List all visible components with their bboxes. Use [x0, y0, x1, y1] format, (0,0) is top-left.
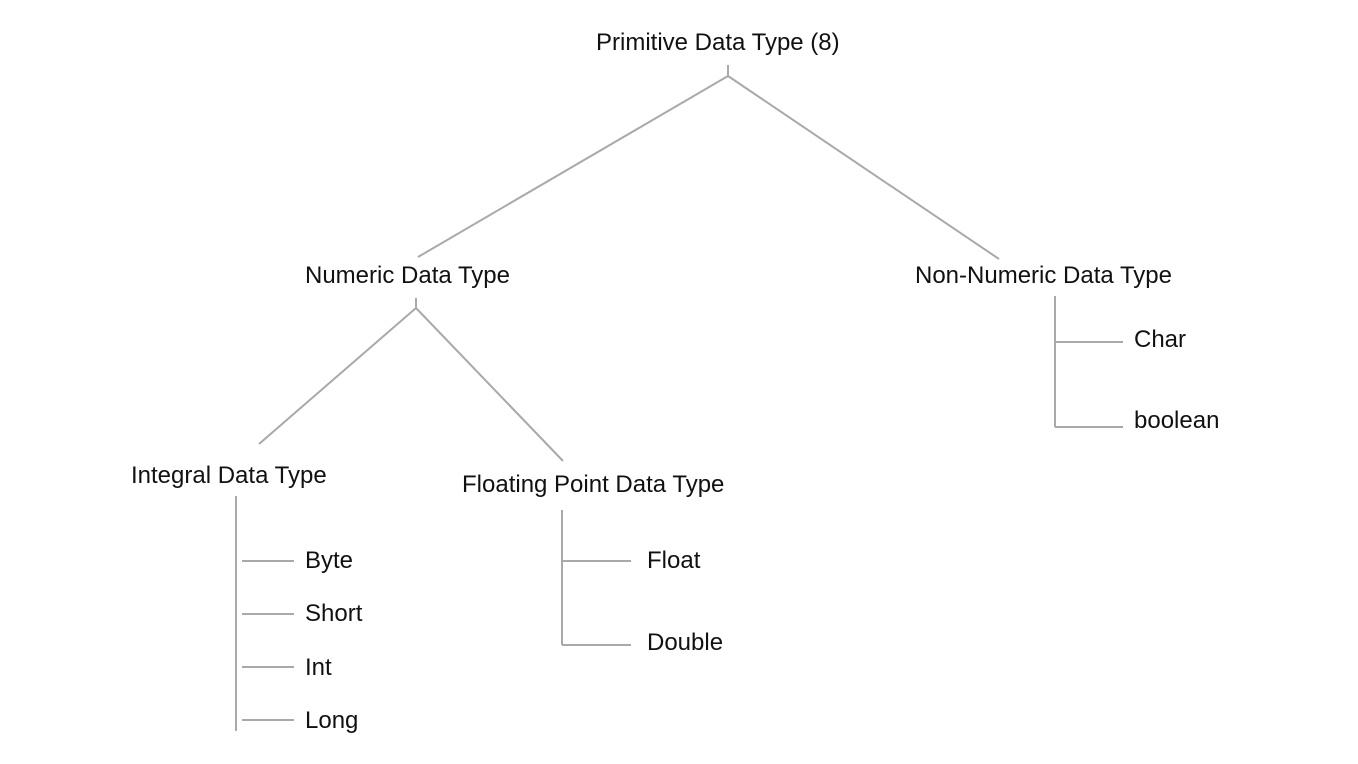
integral-node-label: Integral Data Type: [131, 462, 327, 489]
leaf-boolean: boolean: [1134, 407, 1220, 434]
connector-root-to-non-numeric: [727, 75, 1000, 260]
root-node-label: Primitive Data Type (8): [596, 29, 840, 56]
connector-numeric-to-integral: [258, 307, 417, 445]
leaf-short: Short: [305, 600, 363, 627]
numeric-node-label: Numeric Data Type: [305, 262, 510, 289]
leaf-char: Char: [1134, 326, 1187, 353]
connector-root-to-numeric: [417, 75, 729, 258]
non-numeric-node-label: Non-Numeric Data Type: [915, 262, 1172, 289]
leaf-int: Int: [305, 654, 332, 681]
leaf-byte: Byte: [305, 547, 354, 574]
leaf-double: Double: [647, 629, 724, 656]
leaf-float: Float: [647, 547, 701, 574]
connector-numeric-to-floating: [415, 307, 564, 462]
leaf-long: Long: [305, 707, 359, 734]
floating-node-label: Floating Point Data Type: [462, 471, 725, 498]
